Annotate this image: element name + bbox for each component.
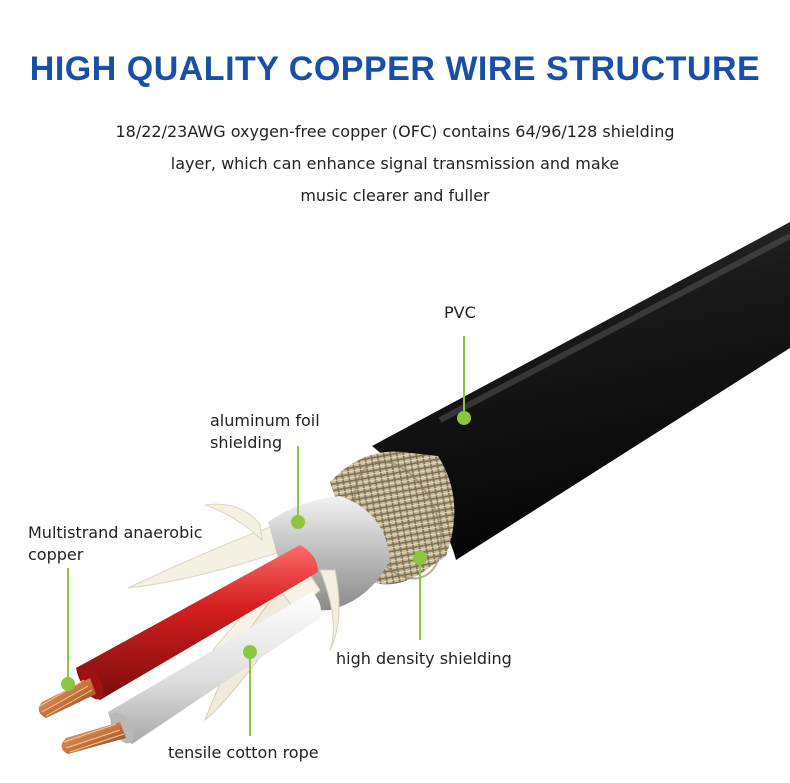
label-tensile-cotton-rope: tensile cotton rope <box>168 743 319 762</box>
label-aluminum-foil: aluminum foil shielding <box>210 410 320 454</box>
cotton-fiber <box>127 519 301 589</box>
label-multistrand-copper: Multistrand anaerobic copper <box>28 522 203 566</box>
red-wire <box>76 545 318 700</box>
pvc-pointer <box>457 336 471 425</box>
pvc-jacket <box>372 222 790 560</box>
label-line: aluminum foil <box>210 411 320 430</box>
copper-strands-red <box>38 678 96 718</box>
description-line: 18/22/23AWG oxygen-free copper (OFC) con… <box>115 122 675 141</box>
label-line: Multistrand anaerobic <box>28 523 203 542</box>
copper-strands-white <box>61 722 126 754</box>
cotton-fiber <box>319 569 340 651</box>
label-line: copper <box>28 545 84 564</box>
foil-pointer <box>291 446 305 529</box>
description-line: music clearer and fuller <box>300 186 490 205</box>
white-wire <box>108 592 321 744</box>
page-title: HIGH QUALITY COPPER WIRE STRUCTURE <box>29 50 761 88</box>
description: 18/22/23AWG oxygen-free copper (OFC) con… <box>60 116 730 212</box>
label-line: shielding <box>210 433 283 452</box>
label-high-density-shielding: high density shielding <box>336 649 512 668</box>
description-line: layer, which can enhance signal transmis… <box>170 154 620 173</box>
cotton-fiber <box>204 503 263 542</box>
label-pvc: PVC <box>444 303 476 322</box>
copper-pointer <box>61 568 75 691</box>
rope-pointer <box>243 645 257 736</box>
density-pointer <box>413 551 427 640</box>
